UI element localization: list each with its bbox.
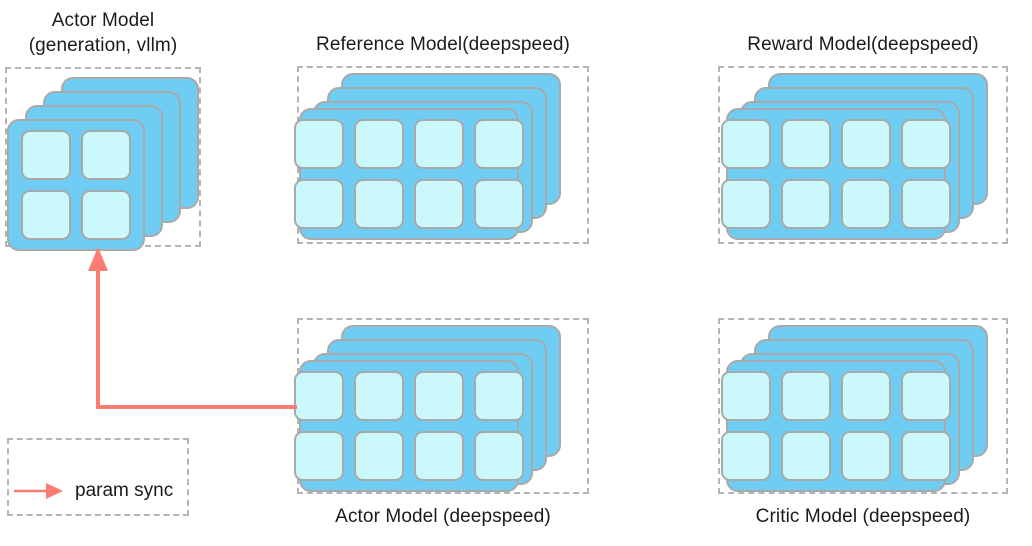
group-box-reference-model bbox=[294, 66, 591, 246]
compute-tile bbox=[841, 431, 891, 481]
compute-tile bbox=[841, 371, 891, 421]
compute-tile bbox=[901, 431, 951, 481]
compute-tile bbox=[474, 179, 524, 229]
compute-tile bbox=[901, 371, 951, 421]
legend-box bbox=[7, 438, 189, 516]
group-box-actor-vllm bbox=[5, 67, 203, 251]
compute-tile bbox=[354, 179, 404, 229]
card-layer-1-front bbox=[294, 108, 524, 240]
legend-item-param-sync: param sync bbox=[13, 480, 173, 502]
compute-tile bbox=[474, 371, 524, 421]
caption-actor-deepspeed: Actor Model (deepspeed) bbox=[335, 506, 551, 527]
legend-label-param-sync: param sync bbox=[75, 480, 174, 501]
compute-tile bbox=[841, 119, 891, 169]
compute-tile bbox=[294, 431, 344, 481]
caption-critic-model: Critic Model (deepspeed) bbox=[755, 506, 971, 527]
compute-tile bbox=[901, 119, 951, 169]
compute-tile bbox=[781, 119, 831, 169]
caption-reward-model: Reward Model(deepspeed) bbox=[747, 34, 979, 55]
compute-tile bbox=[414, 119, 464, 169]
compute-tile bbox=[901, 179, 951, 229]
compute-tile bbox=[721, 179, 771, 229]
card-layer-1-front bbox=[294, 360, 524, 492]
compute-tile bbox=[81, 190, 131, 240]
caption-actor-vllm: Actor Model (generation, vllm) bbox=[28, 10, 178, 56]
card-layer-1-front bbox=[721, 108, 951, 240]
compute-tile bbox=[474, 119, 524, 169]
group-box-actor-deepspeed bbox=[294, 318, 591, 496]
arrow-right-icon bbox=[14, 483, 63, 499]
compute-tile bbox=[294, 179, 344, 229]
group-box-critic-model bbox=[718, 318, 1008, 494]
compute-tile bbox=[781, 179, 831, 229]
compute-tile bbox=[474, 431, 524, 481]
compute-tile bbox=[294, 371, 344, 421]
compute-tile bbox=[841, 179, 891, 229]
compute-tile bbox=[781, 371, 831, 421]
card-stack-actor-vllm bbox=[7, 69, 203, 251]
compute-tile bbox=[414, 431, 464, 481]
group-box-reward-model bbox=[718, 66, 1008, 244]
compute-tile bbox=[294, 119, 344, 169]
compute-tile bbox=[354, 431, 404, 481]
compute-tile bbox=[21, 130, 71, 180]
compute-tile bbox=[354, 119, 404, 169]
compute-tile bbox=[721, 371, 771, 421]
compute-tile bbox=[21, 190, 71, 240]
compute-tile bbox=[81, 130, 131, 180]
card-stack-reference-model bbox=[294, 68, 591, 246]
card-stack-actor-deepspeed bbox=[294, 320, 591, 496]
card-layer-1-front bbox=[7, 119, 145, 251]
compute-tile bbox=[721, 431, 771, 481]
compute-tile bbox=[414, 371, 464, 421]
card-layer-1-front bbox=[721, 360, 951, 492]
compute-tile bbox=[781, 431, 831, 481]
compute-tile bbox=[414, 179, 464, 229]
compute-tile bbox=[354, 371, 404, 421]
card-stack-critic-model bbox=[720, 320, 1010, 496]
compute-tile bbox=[721, 119, 771, 169]
caption-reference-model: Reference Model(deepspeed) bbox=[316, 34, 570, 55]
card-stack-reward-model bbox=[720, 68, 1010, 246]
